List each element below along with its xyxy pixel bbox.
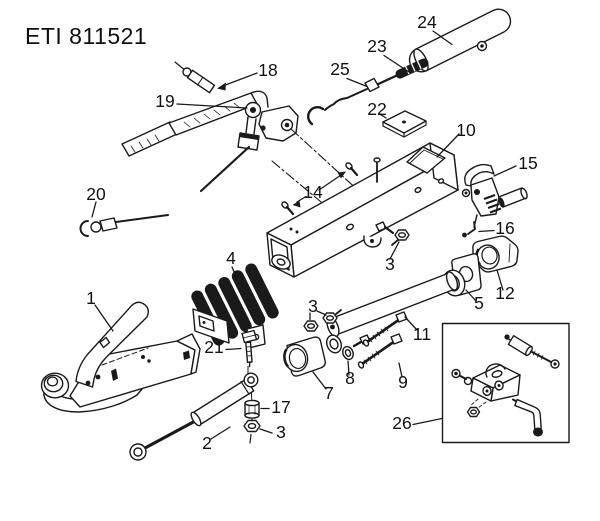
label-17: 17: [271, 397, 290, 417]
part-11-shaft-tube: [326, 271, 459, 338]
label-19: 19: [155, 91, 174, 111]
label-22: 22: [367, 99, 386, 119]
label-3c: 3: [276, 422, 286, 442]
brake-cable-line: [199, 145, 251, 193]
label-16: 16: [495, 218, 514, 238]
leader-lines: [91, 30, 517, 440]
label-18: 18: [258, 60, 277, 80]
label-24: 24: [417, 12, 437, 32]
part-18-cable-end: [174, 61, 216, 94]
part-17-spacer: [244, 399, 260, 419]
label-9: 9: [398, 372, 408, 392]
label-14: 14: [303, 182, 323, 202]
part-25-nut: [364, 77, 380, 93]
part-26-service-kit: [441, 322, 570, 444]
part-labels: ETI 811521 1 2 3 3 3 4 5 7 8 9 10 11 12 …: [25, 12, 538, 453]
part-16-cotter-pin: [462, 221, 476, 238]
part-8-washers: [325, 334, 371, 361]
label-11: 11: [413, 324, 431, 344]
part-22-pad: [382, 110, 427, 138]
label-4: 4: [226, 248, 236, 268]
alignment-lines: [271, 128, 373, 213]
label-5: 5: [474, 293, 484, 313]
label-1: 1: [86, 288, 96, 308]
label-3a: 3: [385, 254, 395, 274]
part-14-screws: [281, 162, 359, 216]
part-12-clamp-bush: [472, 235, 519, 273]
label-26: 26: [392, 413, 411, 433]
part-19-handbrake-lever: [121, 90, 299, 193]
label-7: 7: [324, 383, 334, 403]
label-2: 2: [202, 433, 212, 453]
part-15-latch-pawl: [461, 163, 528, 228]
label-12: 12: [495, 283, 514, 303]
part-3b-nuts: [303, 309, 342, 332]
label-8: 8: [345, 368, 355, 388]
part-10-drawbar-housing: [266, 142, 459, 278]
label-10: 10: [456, 120, 476, 140]
coupling-handle: [75, 301, 150, 388]
label-3b: 3: [308, 296, 318, 316]
part-1-coupling-head: [40, 301, 201, 413]
label-25: 25: [330, 59, 349, 79]
label-15: 15: [518, 153, 537, 173]
part-2-shock-absorber: [129, 372, 259, 461]
part-9-bolts: [357, 311, 408, 369]
part-7-square-bush: [283, 336, 326, 377]
part-23-rod-and-spring: [307, 58, 429, 126]
part-20-cable-shackle: [79, 214, 169, 237]
part-3a-fasteners: [375, 221, 410, 246]
housing-window: [406, 146, 446, 174]
part-3c-nut: [243, 419, 261, 444]
label-23: 23: [367, 36, 386, 56]
label-20: 20: [86, 184, 106, 204]
part-21-bolt: [241, 329, 258, 421]
label-21: 21: [204, 337, 223, 357]
diagram-title: ETI 811521: [25, 23, 147, 49]
